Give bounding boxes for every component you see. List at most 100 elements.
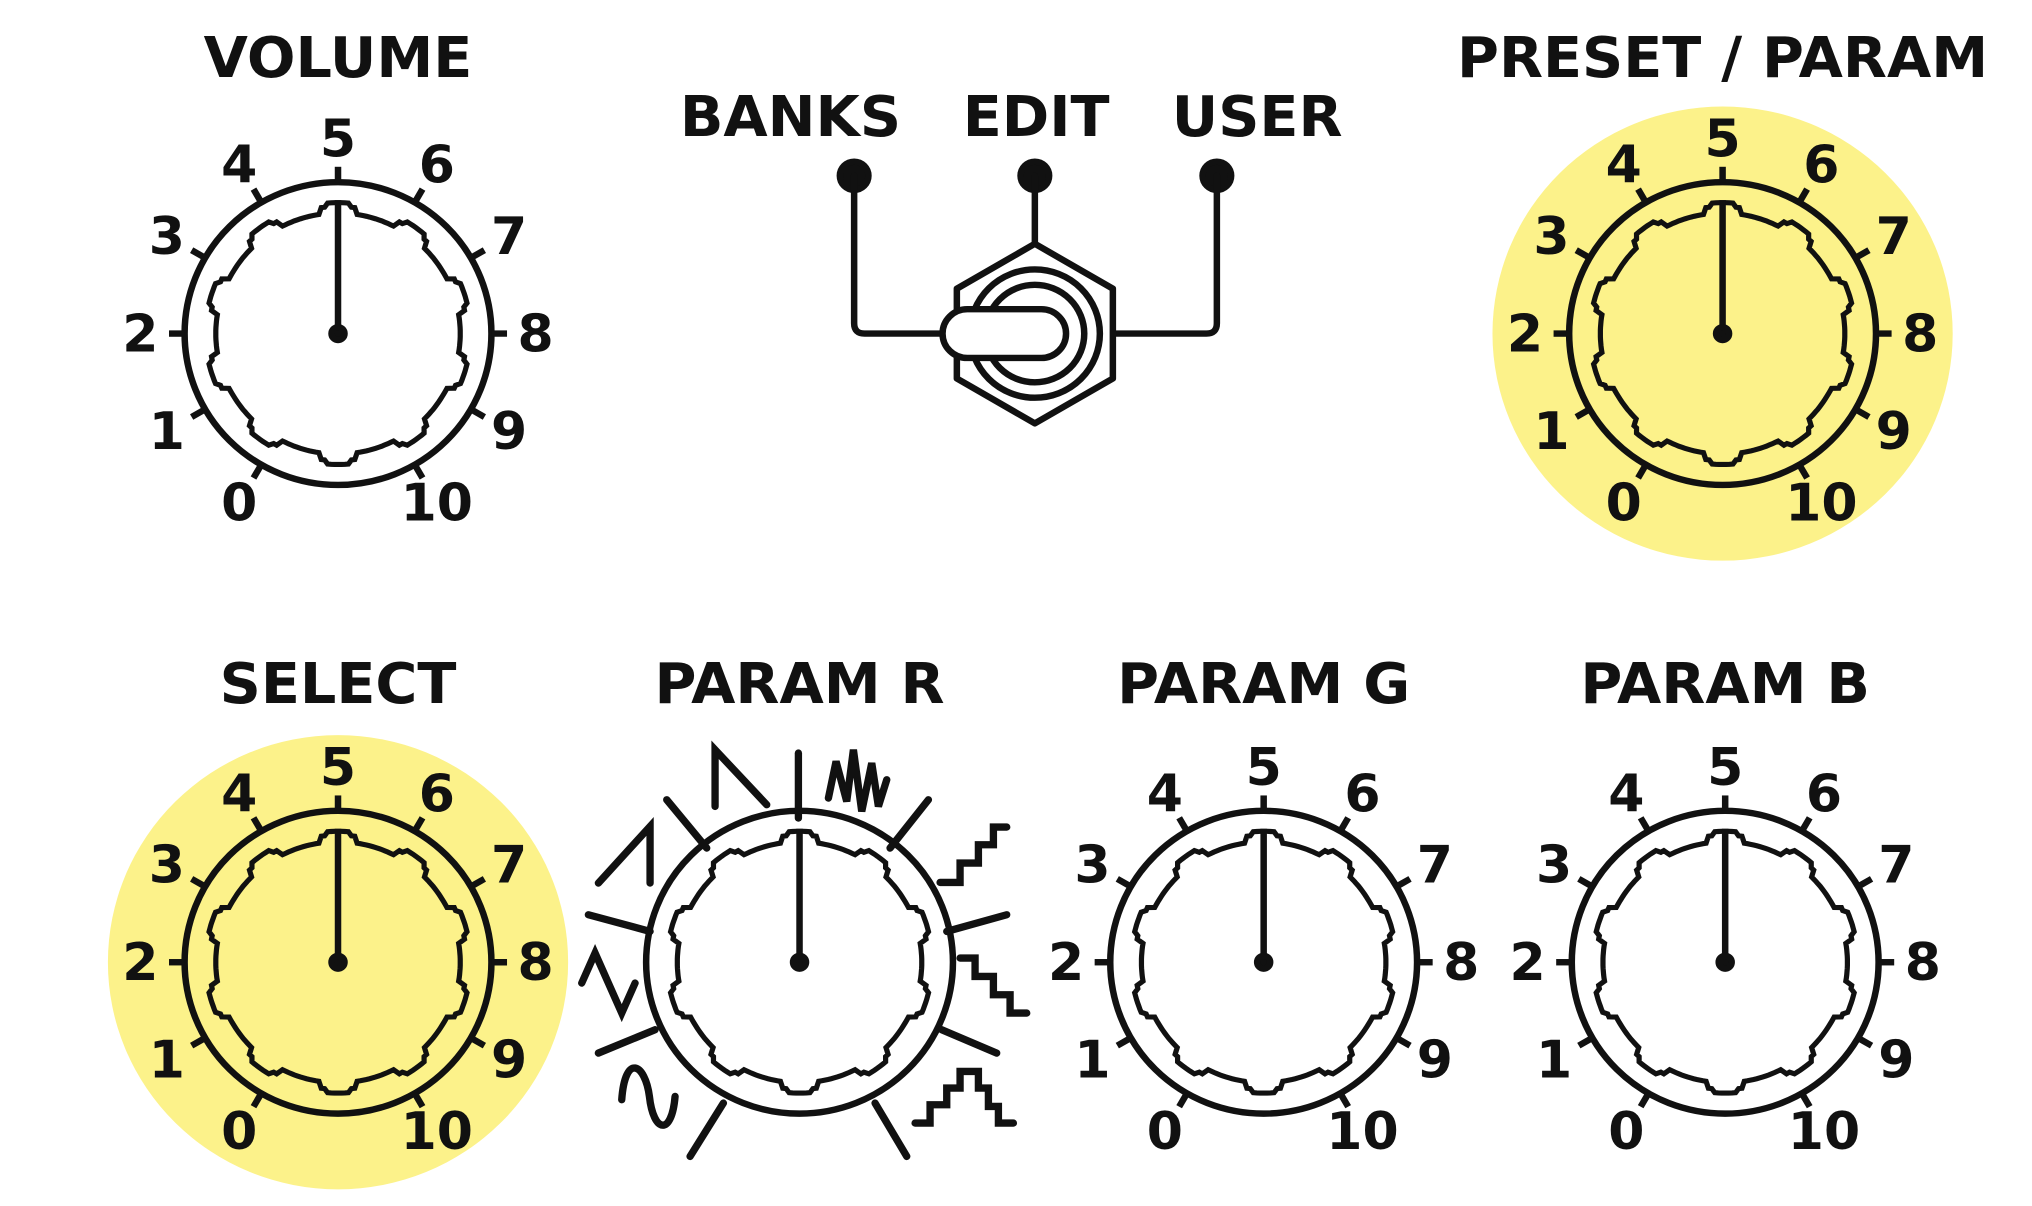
knob-title-volume: VOLUME <box>204 25 473 91</box>
tick <box>871 1099 911 1161</box>
scale-label-0: 0 <box>1147 1102 1183 1162</box>
scale-label-5: 5 <box>1246 738 1282 798</box>
scale-label-10: 10 <box>1326 1102 1398 1162</box>
scale-label-7: 7 <box>491 836 527 896</box>
scale-label-6: 6 <box>1803 136 1839 196</box>
scale-tick <box>469 1035 487 1049</box>
scale-tick <box>190 1035 207 1049</box>
scale-label-7: 7 <box>1878 836 1914 896</box>
knob-param-r[interactable] <box>642 807 957 1117</box>
scale-label-1: 1 <box>1536 1031 1572 1091</box>
toggle-label-user: USER <box>1172 84 1343 150</box>
scale-label-8: 8 <box>1902 305 1938 365</box>
knob-title-select: SELECT <box>220 651 457 717</box>
mode-toggle-switch[interactable]: BANKS EDIT USER <box>680 84 1343 427</box>
tick <box>943 911 1011 936</box>
tick <box>686 1099 728 1161</box>
tick <box>663 796 711 852</box>
param-r-waveform-ring <box>578 740 1031 1161</box>
scale-tick <box>1799 1091 1813 1109</box>
scale-tick <box>1799 816 1813 833</box>
scale-tick <box>1574 406 1592 420</box>
scale-tick <box>1176 816 1190 833</box>
scale-label-0: 0 <box>221 474 257 534</box>
knob-title-param-r: PARAM R <box>655 651 945 717</box>
scale-label-6: 6 <box>1344 765 1380 825</box>
toggle-label-edit: EDIT <box>963 84 1110 150</box>
scale-label-8: 8 <box>518 934 554 994</box>
scale-tick <box>1176 1091 1190 1109</box>
scale-label-2: 2 <box>122 305 158 365</box>
staircase-up-icon <box>936 823 1011 887</box>
scale-label-4: 4 <box>1147 765 1183 825</box>
scale-tick <box>250 187 265 205</box>
triangle-icon <box>594 816 654 887</box>
scale-label-2: 2 <box>1507 305 1543 365</box>
scale-label-3: 3 <box>1533 207 1569 267</box>
scale-label-6: 6 <box>1806 765 1842 825</box>
scale-label-9: 9 <box>491 402 527 462</box>
scale-label-4: 4 <box>1606 136 1642 196</box>
scale-label-0: 0 <box>1606 474 1642 534</box>
scale-tick <box>1574 247 1592 261</box>
scale-label-10: 10 <box>1785 474 1857 534</box>
scale-label-3: 3 <box>1536 836 1572 896</box>
scale-tick <box>411 1091 426 1109</box>
scale-tick <box>469 876 487 890</box>
scale-label-6: 6 <box>419 136 455 196</box>
tick <box>938 1026 1001 1057</box>
scale-label-6: 6 <box>419 765 455 825</box>
staircase-updown-icon <box>911 1067 1018 1127</box>
knob-grip <box>1590 200 1855 468</box>
scale-tick <box>411 463 426 480</box>
scale-label-0: 0 <box>1608 1102 1644 1162</box>
toggle-lever[interactable] <box>939 305 1070 362</box>
scale-tick <box>1115 876 1133 890</box>
scale-label-1: 1 <box>149 402 185 462</box>
scale-label-2: 2 <box>1509 934 1545 994</box>
tick <box>594 1026 659 1057</box>
scale-tick <box>1637 1091 1652 1109</box>
scale-label-1: 1 <box>149 1031 185 1091</box>
scale-tick <box>1577 1035 1594 1049</box>
knob-grip <box>667 828 932 1096</box>
scale-label-8: 8 <box>1905 934 1941 994</box>
knob-title-param-g: PARAM G <box>1117 651 1410 717</box>
tick <box>584 911 654 936</box>
scale-tick <box>1796 463 1810 480</box>
scale-tick <box>250 1091 265 1109</box>
knob-title-param-b: PARAM B <box>1580 651 1870 717</box>
knob-grip <box>1593 828 1857 1096</box>
scale-tick <box>1337 1091 1351 1109</box>
scale-tick <box>1853 247 1871 261</box>
scale-tick <box>469 247 487 261</box>
tick <box>886 796 933 852</box>
sawtooth-icon <box>711 740 771 811</box>
scale-label-10: 10 <box>401 1102 473 1162</box>
scale-tick <box>1856 876 1874 890</box>
scale-label-2: 2 <box>1048 934 1084 994</box>
scale-label-9: 9 <box>491 1031 527 1091</box>
scale-label-1: 1 <box>1074 1031 1110 1091</box>
scale-label-5: 5 <box>1707 738 1743 798</box>
scale-label-9: 9 <box>1417 1031 1453 1091</box>
scale-label-8: 8 <box>1443 934 1479 994</box>
scale-label-4: 4 <box>1608 765 1644 825</box>
scale-tick <box>1115 1035 1133 1049</box>
scale-label-2: 2 <box>122 934 158 994</box>
scale-tick <box>250 816 265 833</box>
knob-center-dot <box>328 952 348 972</box>
scale-label-8: 8 <box>518 305 554 365</box>
scale-tick <box>1796 187 1810 205</box>
scale-label-7: 7 <box>1417 836 1453 896</box>
scale-label-4: 4 <box>221 765 257 825</box>
param-r-ticks <box>584 749 1011 1161</box>
knob-title-preset-param: PRESET / PARAM <box>1457 25 1988 91</box>
scale-tick <box>411 816 426 833</box>
scale-tick <box>190 247 207 261</box>
